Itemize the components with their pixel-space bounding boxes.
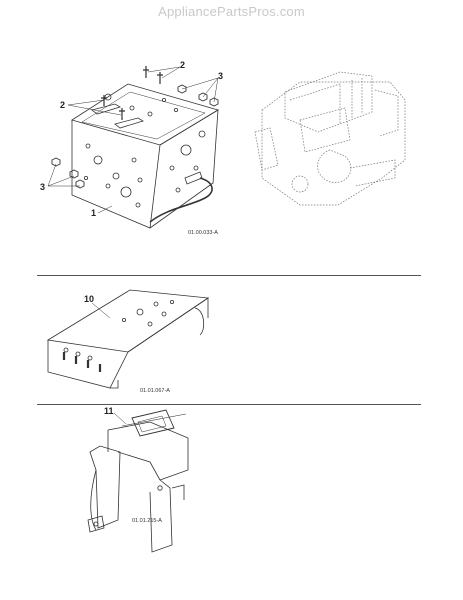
callout-1: 1 [91,208,96,218]
cover-part [87,409,189,553]
section-divider-2 [37,404,421,405]
callout-2-upper: 2 [180,60,185,70]
bracket-part [46,289,210,389]
figure-code-2: 01.01.067-A [140,388,170,394]
section-divider-1 [37,275,421,276]
callout-3-right: 3 [218,71,223,81]
callout-3-left: 3 [40,182,45,192]
watermark: AppliancePartsPros.com [158,4,305,19]
engine-mount-frame [47,66,219,229]
figure-code-3: 01.01.215-A [132,518,162,524]
figure-code-1: 01.00.033-A [188,230,218,236]
engine-phantom-outline [254,71,406,206]
callout-10: 10 [84,294,94,304]
callout-11: 11 [104,406,114,416]
callout-2-left: 2 [60,100,65,110]
